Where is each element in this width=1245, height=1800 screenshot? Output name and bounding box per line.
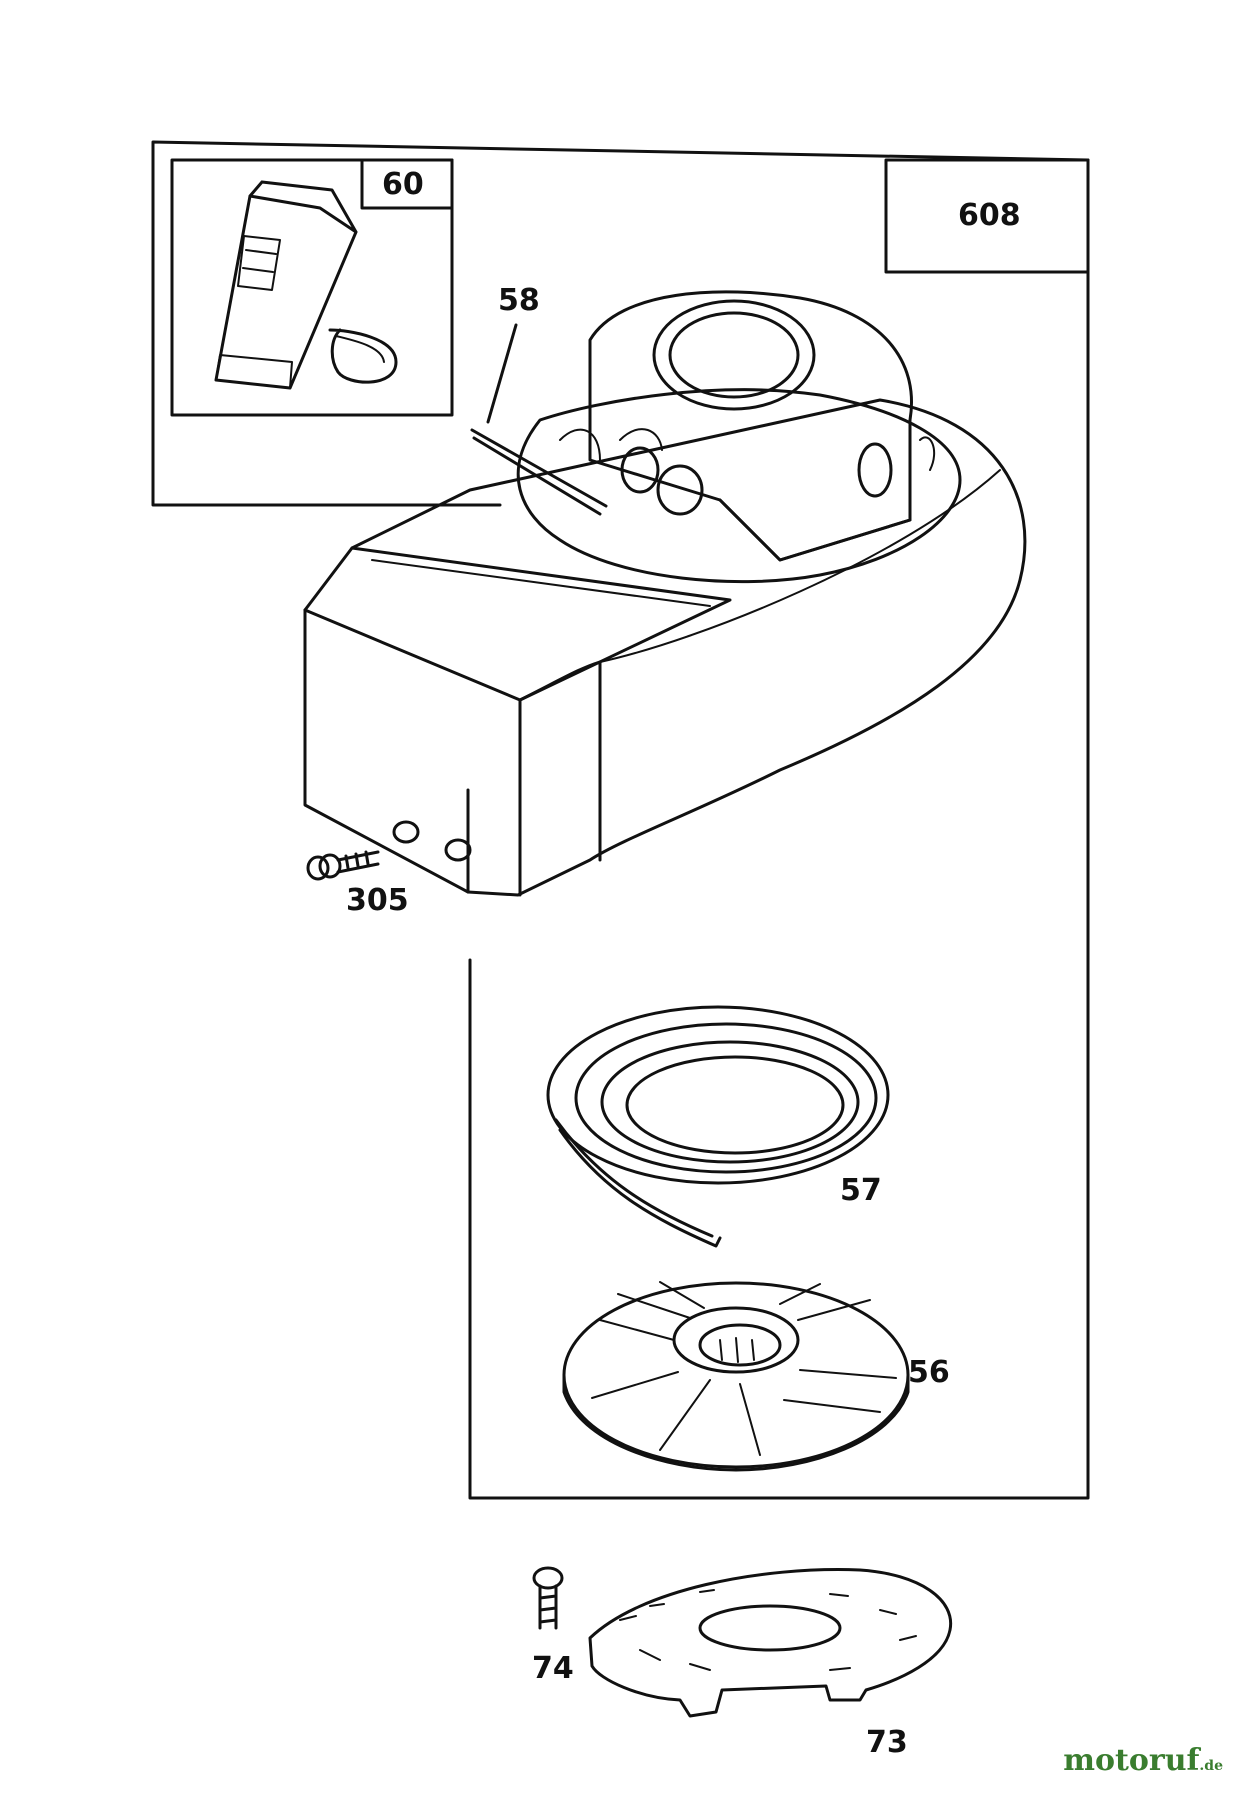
kit-box-label: 608 — [958, 198, 1021, 233]
watermark-suffix: .de — [1199, 1758, 1223, 1774]
label-74: 74 — [532, 1651, 574, 1686]
screw-305 — [306, 850, 380, 881]
screw-74 — [532, 1566, 564, 1630]
mounting-plate — [588, 1568, 953, 1718]
label-58: 58 — [498, 283, 540, 318]
watermark-logo: motoruf.de — [1063, 1743, 1223, 1778]
label-56: 56 — [908, 1355, 950, 1390]
label-73: 73 — [866, 1725, 908, 1760]
kit-box — [884, 158, 1090, 274]
fuel-line — [470, 323, 608, 516]
label-305: 305 — [346, 883, 409, 918]
label-57: 57 — [840, 1173, 882, 1208]
watermark-brand: motoruf — [1063, 1743, 1200, 1778]
handle-inset: 60 — [170, 158, 454, 417]
blower-housing — [303, 290, 1027, 897]
inset-box-label: 60 — [382, 167, 424, 202]
starter-pulley — [562, 1281, 910, 1472]
starter-rope — [546, 1005, 890, 1248]
kit-frame — [151, 140, 1090, 1500]
